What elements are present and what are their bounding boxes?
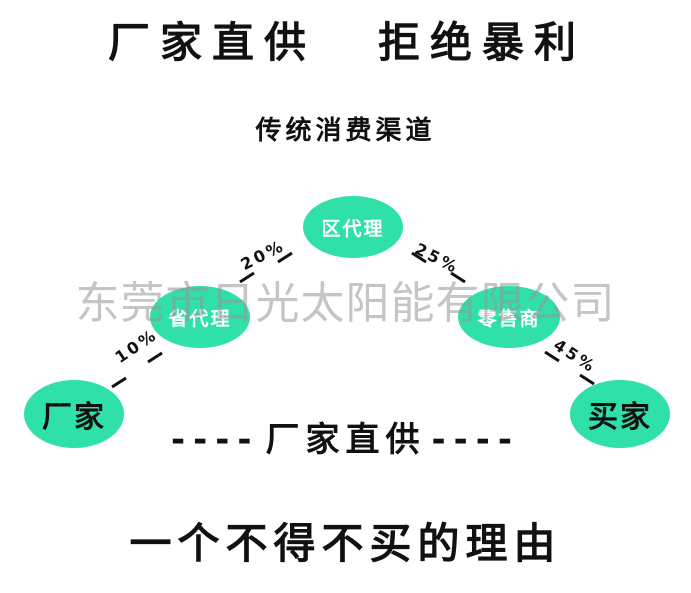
direct-dashes-right: ---- — [431, 420, 520, 460]
direct-supply-line: ----厂家直供---- — [0, 418, 691, 462]
headline-no-profiteering: 拒绝暴利 — [378, 18, 587, 67]
traditional-channel-title: 传统消费渠道 — [255, 116, 436, 146]
tick-district-retailer-b — [450, 271, 466, 284]
tick-factory-province-b — [147, 351, 163, 364]
tick-district-retailer-a — [411, 251, 427, 264]
tick-factory-province-a — [111, 376, 127, 389]
tick-province-district-a — [239, 271, 255, 284]
node-retailer: 零售商 — [458, 286, 560, 348]
node-buyer: 买家 — [570, 380, 670, 448]
tick-retailer-buyer-b — [579, 373, 595, 386]
direct-supply-label: 厂家直供 — [265, 420, 426, 460]
tick-retailer-buyer-a — [544, 350, 560, 363]
node-factory: 厂家 — [24, 380, 124, 448]
must-buy-reason: 一个不得不买的理由 — [129, 519, 562, 568]
direct-dashes-left: ---- — [171, 420, 260, 460]
headline-factory-direct: 厂家直供 — [108, 18, 317, 67]
node-district-agent: 区代理 — [303, 196, 403, 258]
tick-province-district-b — [277, 251, 293, 264]
node-province-agent: 省代理 — [150, 286, 250, 348]
